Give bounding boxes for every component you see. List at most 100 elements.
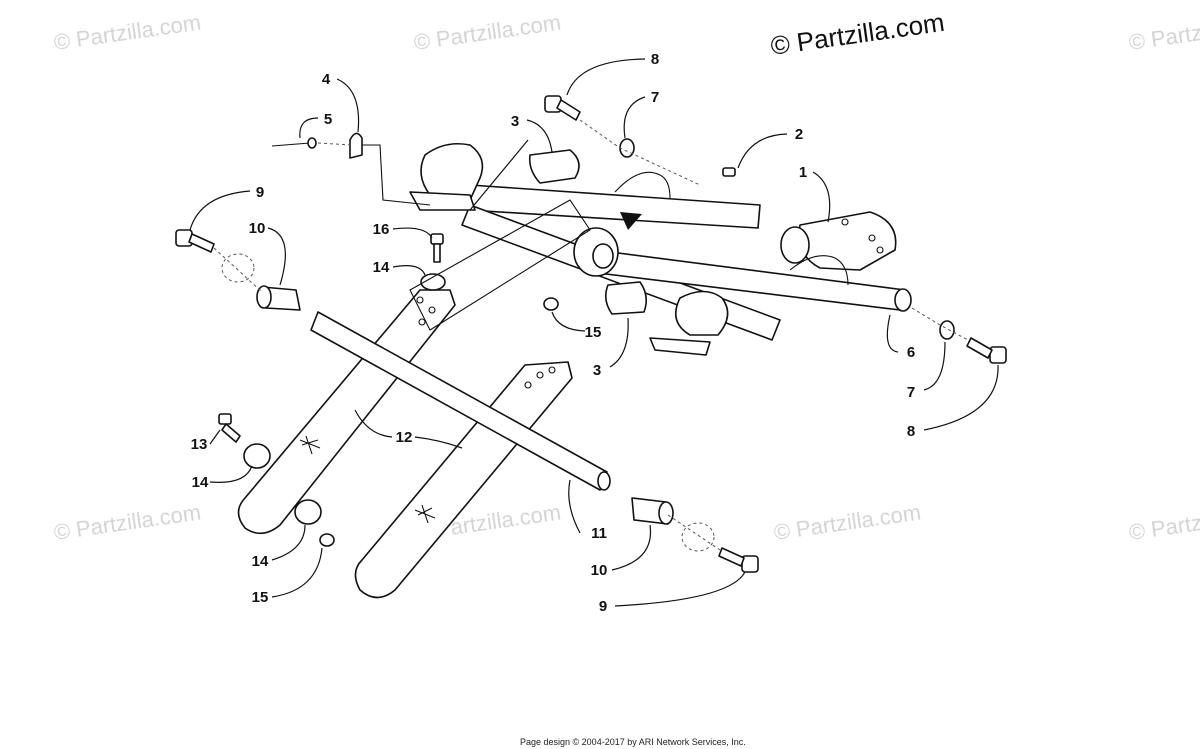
- washer-outline: [221, 253, 255, 283]
- leader-15a: [271, 547, 323, 598]
- leader-9b: [614, 571, 746, 607]
- leader-15b: [551, 311, 586, 332]
- callout-7: 7: [907, 384, 915, 401]
- bracket-top-left: [420, 142, 484, 201]
- leader-3b: [609, 317, 629, 368]
- leader-7b: [923, 341, 946, 391]
- watermark: © Partzilla.com: [52, 10, 202, 55]
- washer: [420, 273, 446, 291]
- lower-arm-assembly: [175, 229, 759, 599]
- callout-14: 14: [192, 474, 209, 491]
- leader-14b: [209, 465, 253, 484]
- cross-shaft: [310, 311, 608, 491]
- arm-hole: [418, 318, 426, 326]
- callout-12: 12: [396, 429, 413, 446]
- lock-washer: [619, 138, 635, 158]
- washer-outline: [681, 522, 715, 552]
- callout-9: 9: [256, 184, 264, 201]
- leader-10b: [611, 524, 652, 571]
- bracket-bottom-right-foot: [649, 337, 711, 356]
- clip: [349, 132, 363, 159]
- screw: [271, 142, 311, 147]
- callout-8: 8: [651, 51, 659, 68]
- watermark: © Partzilla.com: [1127, 10, 1200, 55]
- callout-3: 3: [593, 362, 601, 379]
- leader-13: [209, 429, 221, 445]
- callout-10: 10: [591, 562, 608, 579]
- plate-hole: [841, 218, 849, 226]
- page-footer: Page design © 2004-2017 by ARI Network S…: [520, 737, 746, 747]
- callout-9: 9: [599, 598, 607, 615]
- leader-3-long: [469, 139, 529, 211]
- plate-hole: [876, 246, 884, 254]
- callout-4: 4: [322, 71, 331, 88]
- watermark: © Partzilla.com: [1127, 500, 1200, 545]
- bolt-shank: [966, 337, 993, 359]
- washer: [243, 443, 271, 469]
- callout-8: 8: [907, 423, 915, 440]
- leader-10a: [267, 227, 286, 286]
- cross-shaft-end: [597, 471, 611, 491]
- bolt-shank: [718, 547, 745, 567]
- leader-14a: [392, 265, 426, 276]
- arm-texture: [414, 504, 436, 524]
- bracket-top-left-foot: [409, 191, 476, 211]
- bushing-left-face: [256, 285, 272, 309]
- bolt-shank: [556, 99, 581, 121]
- bolt-shank: [433, 243, 441, 263]
- shaft-axis: [667, 514, 721, 551]
- leader-16: [392, 227, 433, 239]
- lower-arm-left: [237, 289, 456, 535]
- leader-4-long: [362, 144, 431, 206]
- callout-14: 14: [373, 259, 390, 276]
- watermark: © Partzilla.com: [772, 500, 922, 545]
- callout-1: 1: [799, 164, 807, 181]
- shaft-axis: [213, 247, 263, 293]
- bolt-shank: [221, 423, 241, 443]
- leader-1: [812, 171, 831, 223]
- washer: [294, 499, 322, 525]
- leader-3a: [526, 119, 553, 153]
- screw-head: [307, 137, 317, 149]
- callout-5: 5: [324, 111, 332, 128]
- bolt-head: [218, 413, 232, 425]
- arm-texture: [299, 435, 321, 455]
- assembly-axis: [911, 307, 969, 341]
- leader-12: [354, 409, 463, 449]
- arm-hole: [416, 296, 424, 304]
- leader-2: [737, 133, 788, 169]
- arm-hole: [548, 366, 556, 374]
- upper-arm-assembly: [409, 142, 912, 356]
- leader-11: [568, 479, 581, 534]
- callout-7: 7: [651, 89, 659, 106]
- right-pivot-collar: [780, 226, 810, 264]
- tube-end-right: [894, 288, 912, 312]
- callouts: 1 2 3 3 4 5 6 7 7 8 8 9 9 10 10 11 12 13…: [191, 51, 916, 615]
- leader-8b: [923, 364, 999, 431]
- callout-6: 6: [907, 344, 915, 361]
- arm-hole: [524, 381, 532, 389]
- leader-9a: [189, 190, 251, 231]
- bolt-head: [175, 229, 193, 247]
- small-parts-lower: [218, 233, 1007, 547]
- bushing-right-face: [658, 501, 674, 525]
- assembly-axis: [579, 119, 701, 186]
- watermark-main: © Partzilla.com: [769, 7, 947, 61]
- leader-7a: [623, 96, 646, 139]
- bent-rod-top: [614, 171, 671, 199]
- bracket-guide: [409, 199, 591, 331]
- callout-13: 13: [191, 436, 208, 453]
- leader-5: [299, 117, 319, 139]
- callout-11: 11: [591, 525, 607, 542]
- direction-arrow: [620, 212, 642, 230]
- watermark: © Partzilla.com: [412, 10, 562, 55]
- assembly-axis: [317, 142, 353, 146]
- leader-14c: [271, 524, 306, 561]
- watermark: © Partzilla.com: [52, 500, 202, 545]
- lower-arm-right: [354, 361, 573, 599]
- callout-2: 2: [795, 126, 803, 143]
- callout-15: 15: [252, 589, 269, 606]
- leader-4: [336, 78, 360, 133]
- pivot-collar-left-hole: [592, 243, 614, 269]
